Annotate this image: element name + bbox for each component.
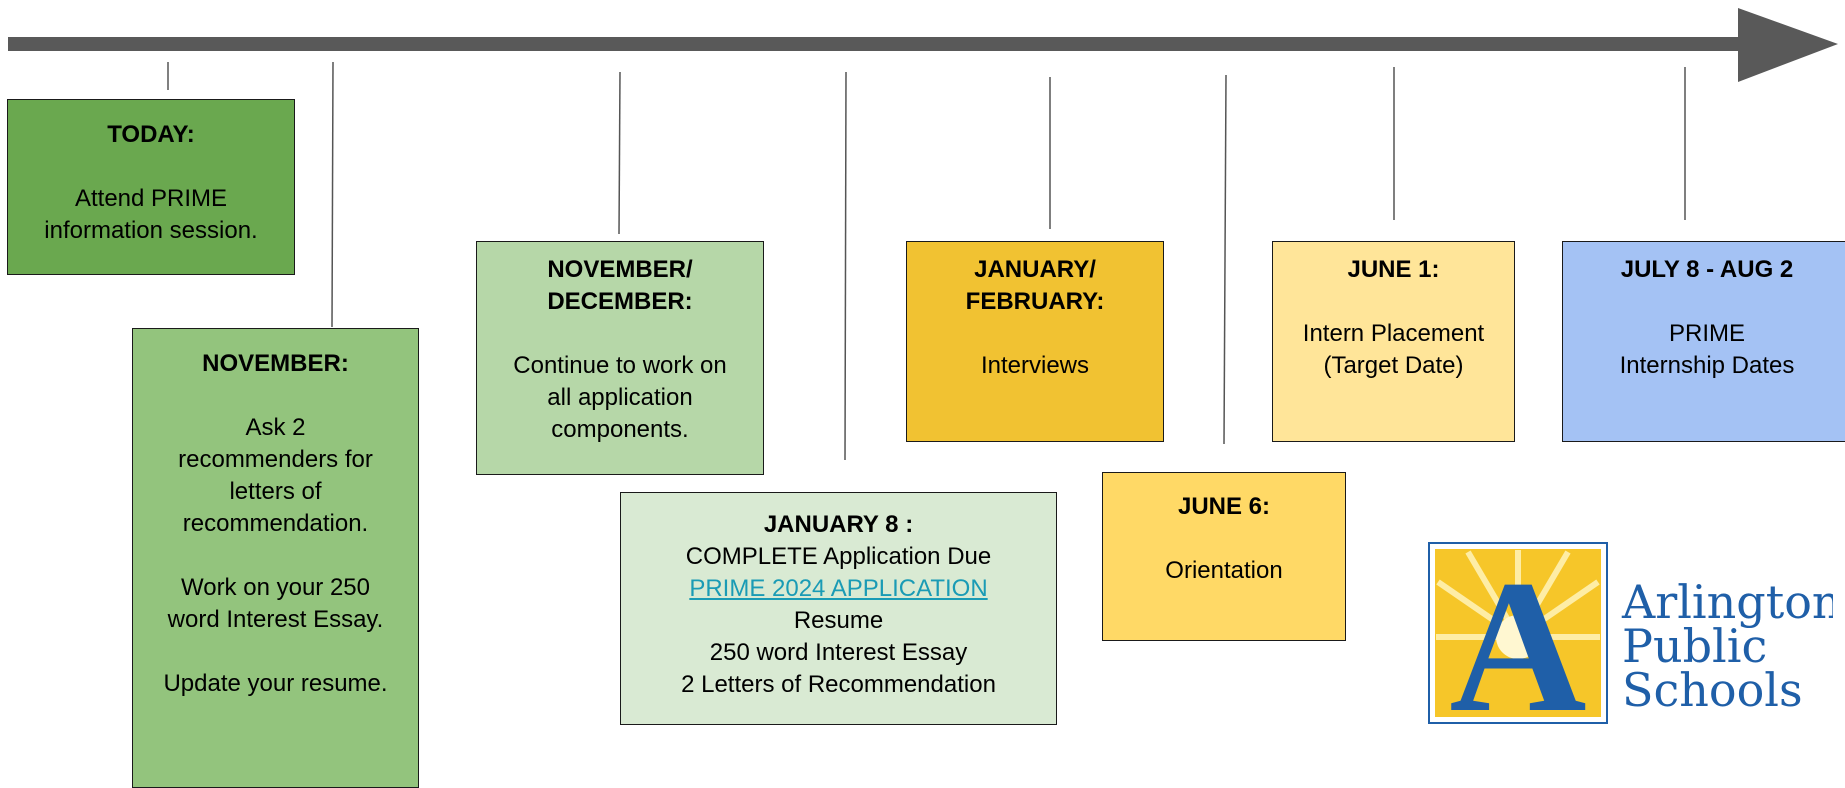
milestone-text: recommenders for: [178, 446, 373, 473]
timeline-arrow-head: [1738, 8, 1838, 82]
milestone-title: FEBRUARY:: [965, 288, 1105, 315]
milestone-nov-dec: NOVEMBER/ DECEMBER: Continue to work on …: [476, 241, 764, 475]
milestone-title: NOVEMBER:: [202, 350, 349, 377]
milestone-text: components.: [551, 416, 689, 443]
milestone-june1: JUNE 1: Intern Placement (Target Date): [1272, 241, 1515, 442]
milestone-jan8: JANUARY 8 : COMPLETE Application Due PRI…: [620, 492, 1057, 725]
milestone-title: NOVEMBER/: [547, 256, 693, 283]
logo-line-public: Public: [1622, 619, 1767, 673]
logo-letter: A: [1449, 542, 1586, 724]
milestone-text: Internship Dates: [1619, 352, 1795, 379]
connector-jan8: [844, 71, 847, 461]
milestone-text: information session.: [44, 217, 258, 244]
milestone-text: (Target Date): [1323, 352, 1464, 379]
milestone-text: recommendation.: [182, 510, 369, 537]
milestone-november: NOVEMBER: Ask 2 recommenders for letters…: [132, 328, 419, 788]
milestone-text: letters of: [229, 478, 322, 505]
milestone-text: Ask 2: [245, 414, 306, 441]
milestone-title: JUNE 6:: [1177, 493, 1271, 520]
milestone-text: 2 Letters of Recommendation: [681, 671, 996, 698]
logo-line-schools: Schools: [1622, 663, 1803, 717]
milestone-title: JANUARY 8 :: [763, 511, 914, 538]
milestone-jan-feb: JANUARY/ FEBRUARY: Interviews: [906, 241, 1164, 442]
milestone-text: 250 word Interest Essay: [709, 639, 968, 666]
milestone-today: TODAY: Attend PRIME information session.: [7, 99, 295, 275]
milestone-july: JULY 8 - AUG 2 PRIME Internship Dates: [1562, 241, 1845, 442]
application-link[interactable]: PRIME 2024 APPLICATION: [689, 575, 988, 602]
connector-nov-dec: [618, 71, 621, 235]
milestone-text: Attend PRIME: [74, 185, 228, 212]
milestone-text: Resume: [793, 607, 884, 634]
milestone-text: all application: [547, 384, 693, 411]
milestone-june6: JUNE 6: Orientation: [1102, 472, 1346, 641]
milestone-title: JULY 8 - AUG 2: [1620, 256, 1794, 283]
connector-november: [331, 61, 334, 328]
arlington-public-schools-logo: A Arlington Public Schools: [1428, 542, 1833, 724]
milestone-title: JANUARY/: [974, 256, 1096, 283]
logo-line-arlington: Arlington: [1621, 575, 1833, 629]
milestone-title: JUNE 1:: [1347, 256, 1440, 283]
milestone-title: DECEMBER:: [547, 288, 693, 315]
milestone-text: word Interest Essay.: [167, 606, 384, 633]
milestone-text: Intern Placement: [1302, 320, 1485, 347]
milestone-text: PRIME: [1668, 320, 1745, 347]
milestone-text: Update your resume.: [163, 670, 388, 697]
milestone-text: Continue to work on: [513, 352, 727, 379]
connector-june6: [1223, 74, 1227, 445]
milestone-text: Interviews: [980, 352, 1090, 379]
milestone-text: Orientation: [1165, 557, 1283, 584]
milestone-text: COMPLETE Application Due: [685, 543, 992, 570]
milestone-title: TODAY:: [107, 121, 195, 148]
milestone-text: Work on your 250: [181, 574, 370, 601]
